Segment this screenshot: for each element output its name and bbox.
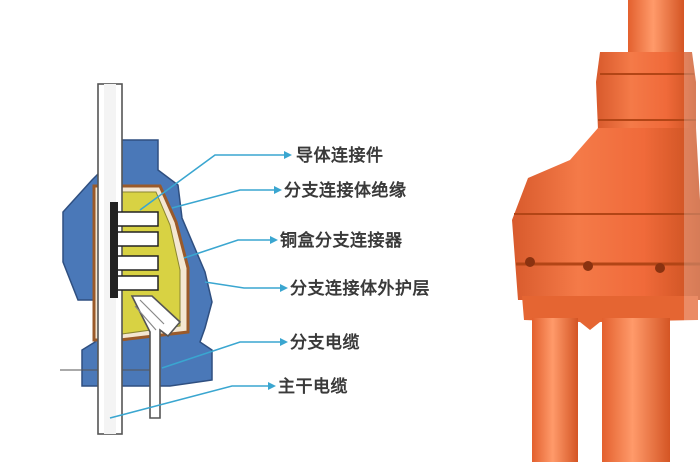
product-upper-collar [596, 52, 696, 130]
leader-conductor-connector [139, 154, 284, 211]
product-main-cable [602, 318, 670, 462]
label-conductor-connector: 导体连接件 [296, 146, 384, 166]
product-photo [512, 0, 700, 462]
label-main-cable: 主干电缆 [278, 377, 348, 397]
label-copper-box-connector: 铜盒分支连接器 [280, 231, 403, 251]
label-branch-insulation: 分支连接体绝缘 [284, 181, 407, 201]
cross-section-diagram [60, 83, 292, 435]
leader-copper-box [183, 239, 270, 259]
leader-outer-sheath [204, 281, 280, 289]
leader-branch-insulation [171, 189, 274, 209]
product-branch-cable [532, 318, 578, 462]
leader-branch-cable [161, 341, 280, 369]
label-branch-outer-sheath: 分支连接体外护层 [290, 279, 430, 299]
label-branch-cable: 分支电缆 [290, 333, 360, 353]
leader-lines [109, 154, 284, 419]
branch-cable-shape [130, 295, 182, 419]
leader-main-cable [109, 385, 268, 419]
conductor-connector-shape [110, 202, 159, 298]
